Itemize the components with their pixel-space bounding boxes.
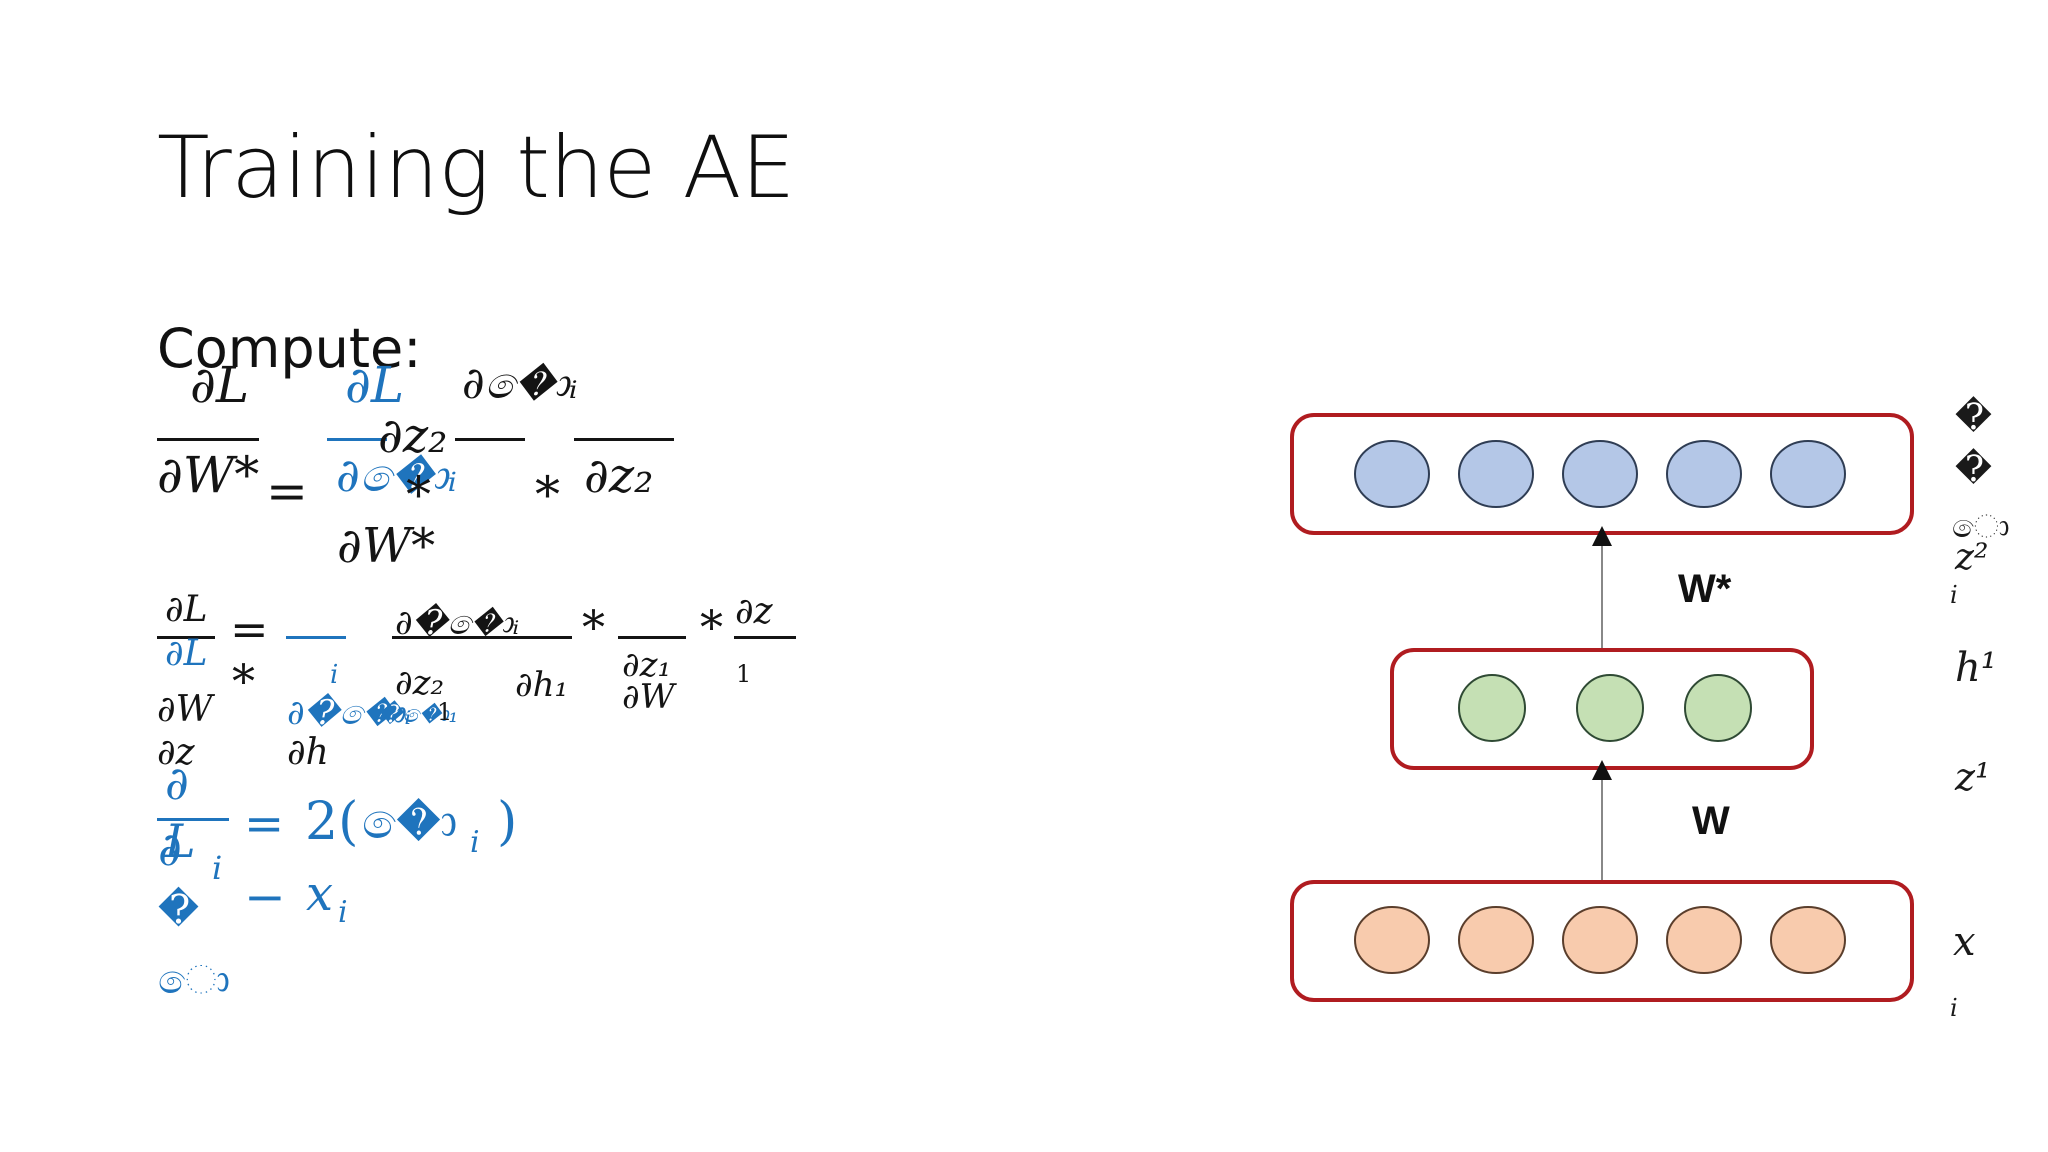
eq1-term3-numerator: ∂�ොᵢ (462, 358, 578, 409)
eq3-rhs-close: ) (497, 792, 518, 852)
eq2-term4-numerator: ∂z₁ (622, 645, 672, 685)
eq3-equals: = (244, 796, 285, 852)
eq3-numerator: ∂ (165, 756, 189, 810)
eq2-star-3: * (700, 600, 723, 654)
eq3-rhs-open: 2( (305, 792, 359, 852)
eq3-glyph-1: � (158, 887, 200, 933)
eq2-dh: ∂h (287, 732, 329, 773)
hidden-label-z1: z¹ (1955, 755, 1991, 799)
eq2-term1-numerator: ∂L (165, 633, 208, 674)
output-node (1458, 440, 1534, 508)
eq2-extra-sub: 1 (437, 698, 453, 726)
output-label-z2-sub: i (1950, 581, 1958, 609)
eq2-term5-numerator: ∂z (735, 591, 773, 632)
weight-label-bottom: W (1692, 799, 1730, 843)
eq2-lhs-fraction-bar (157, 636, 215, 639)
eq2-term1-sub: i (330, 660, 339, 690)
input-label-x-sub: i (1950, 994, 1958, 1022)
eq3-minus: − (244, 868, 286, 926)
eq1-equals: = (266, 462, 308, 520)
eq1-lhs-denominator: ∂W* (157, 446, 260, 504)
eq1-term2-numerator: ∂z₂ (378, 408, 448, 464)
eq1-lhs-numerator: ∂L (190, 356, 250, 414)
eq3-x-sub: i (338, 895, 348, 930)
eq3-rhs-hat: �ො (362, 792, 458, 850)
eq2-term1-denominator: ∂��ොᵢ (287, 693, 412, 733)
eq2-term2-numerator: ∂��ොᵢ (395, 603, 520, 643)
output-label-glyph-1: � (1955, 397, 1992, 438)
eq3-x: x (306, 866, 334, 922)
input-node (1354, 906, 1430, 974)
compute-label: Compute: (157, 317, 422, 380)
hidden-node (1458, 674, 1526, 742)
eq2-term5-fraction-bar (734, 636, 796, 639)
input-node (1458, 906, 1534, 974)
slide-title: Training the AE (157, 118, 795, 218)
eq3-denominator-partial: ∂ (158, 822, 182, 876)
eq2-term1-extra: ��ො₁ (378, 700, 459, 728)
hidden-layer-nodes (1458, 674, 1752, 742)
input-layer-nodes (1354, 906, 1846, 974)
input-node (1770, 906, 1846, 974)
output-node (1562, 440, 1638, 508)
eq1-star-1: * (406, 466, 431, 524)
eq3-denominator-l: L (165, 814, 196, 868)
output-layer-nodes (1354, 440, 1846, 508)
eq2-term3-denominator: ∂h₁ (515, 665, 569, 705)
eq3-fraction-bar (157, 818, 229, 821)
eq2-lhs-numerator: ∂L (165, 589, 208, 630)
eq2-term1-fraction-bar (286, 636, 346, 639)
output-label-glyph-3: ො (1952, 507, 2010, 545)
hidden-label-h1: h¹ (1955, 645, 1997, 691)
eq1-star-2: * (535, 466, 560, 524)
eq1-term2-denominator: ∂W* (337, 518, 436, 574)
eq1-term2-fraction-bar (455, 438, 525, 441)
hidden-node (1576, 674, 1644, 742)
eq1-term3-denominator: ∂z₂ (584, 448, 654, 504)
input-node (1666, 906, 1742, 974)
eq3-sub: i (212, 849, 223, 887)
eq3-glyph-2: ො (158, 957, 231, 1003)
eq2-star-1: * (232, 654, 255, 708)
eq1-term1-denominator: ∂�ොᵢ (336, 448, 457, 502)
eq2-lhs-extra: ∂z (157, 732, 195, 773)
eq2-term4-denominator: ∂W (622, 677, 675, 717)
input-node (1562, 906, 1638, 974)
eq3-rhs-sub: i (470, 825, 480, 860)
output-node (1770, 440, 1846, 508)
eq2-lhs-denominator: ∂W (157, 689, 213, 730)
input-label-x: x (1953, 919, 1976, 965)
weight-label-top: W* (1678, 567, 1732, 611)
eq1-term3-fraction-bar (574, 438, 674, 441)
eq1-term1-fraction-bar (327, 438, 387, 441)
eq2-term2-fraction-bar (392, 636, 572, 639)
eq2-equals: = (230, 602, 269, 656)
eq2-star-2: * (582, 600, 605, 654)
eq1-lhs-fraction-bar (157, 438, 259, 441)
output-node (1666, 440, 1742, 508)
hidden-node (1684, 674, 1752, 742)
output-node (1354, 440, 1430, 508)
output-label-glyph-2: � (1955, 449, 1992, 490)
eq2-term5-sub: 1 (736, 660, 752, 688)
eq2-term4-fraction-bar (618, 636, 686, 639)
output-label-z2: z² (1955, 537, 1989, 578)
eq1-term1-numerator: ∂L (345, 356, 405, 414)
autoencoder-diagram: W* W (1290, 413, 1914, 1002)
eq2-term2-denominator: ∂z₂ (395, 663, 445, 703)
